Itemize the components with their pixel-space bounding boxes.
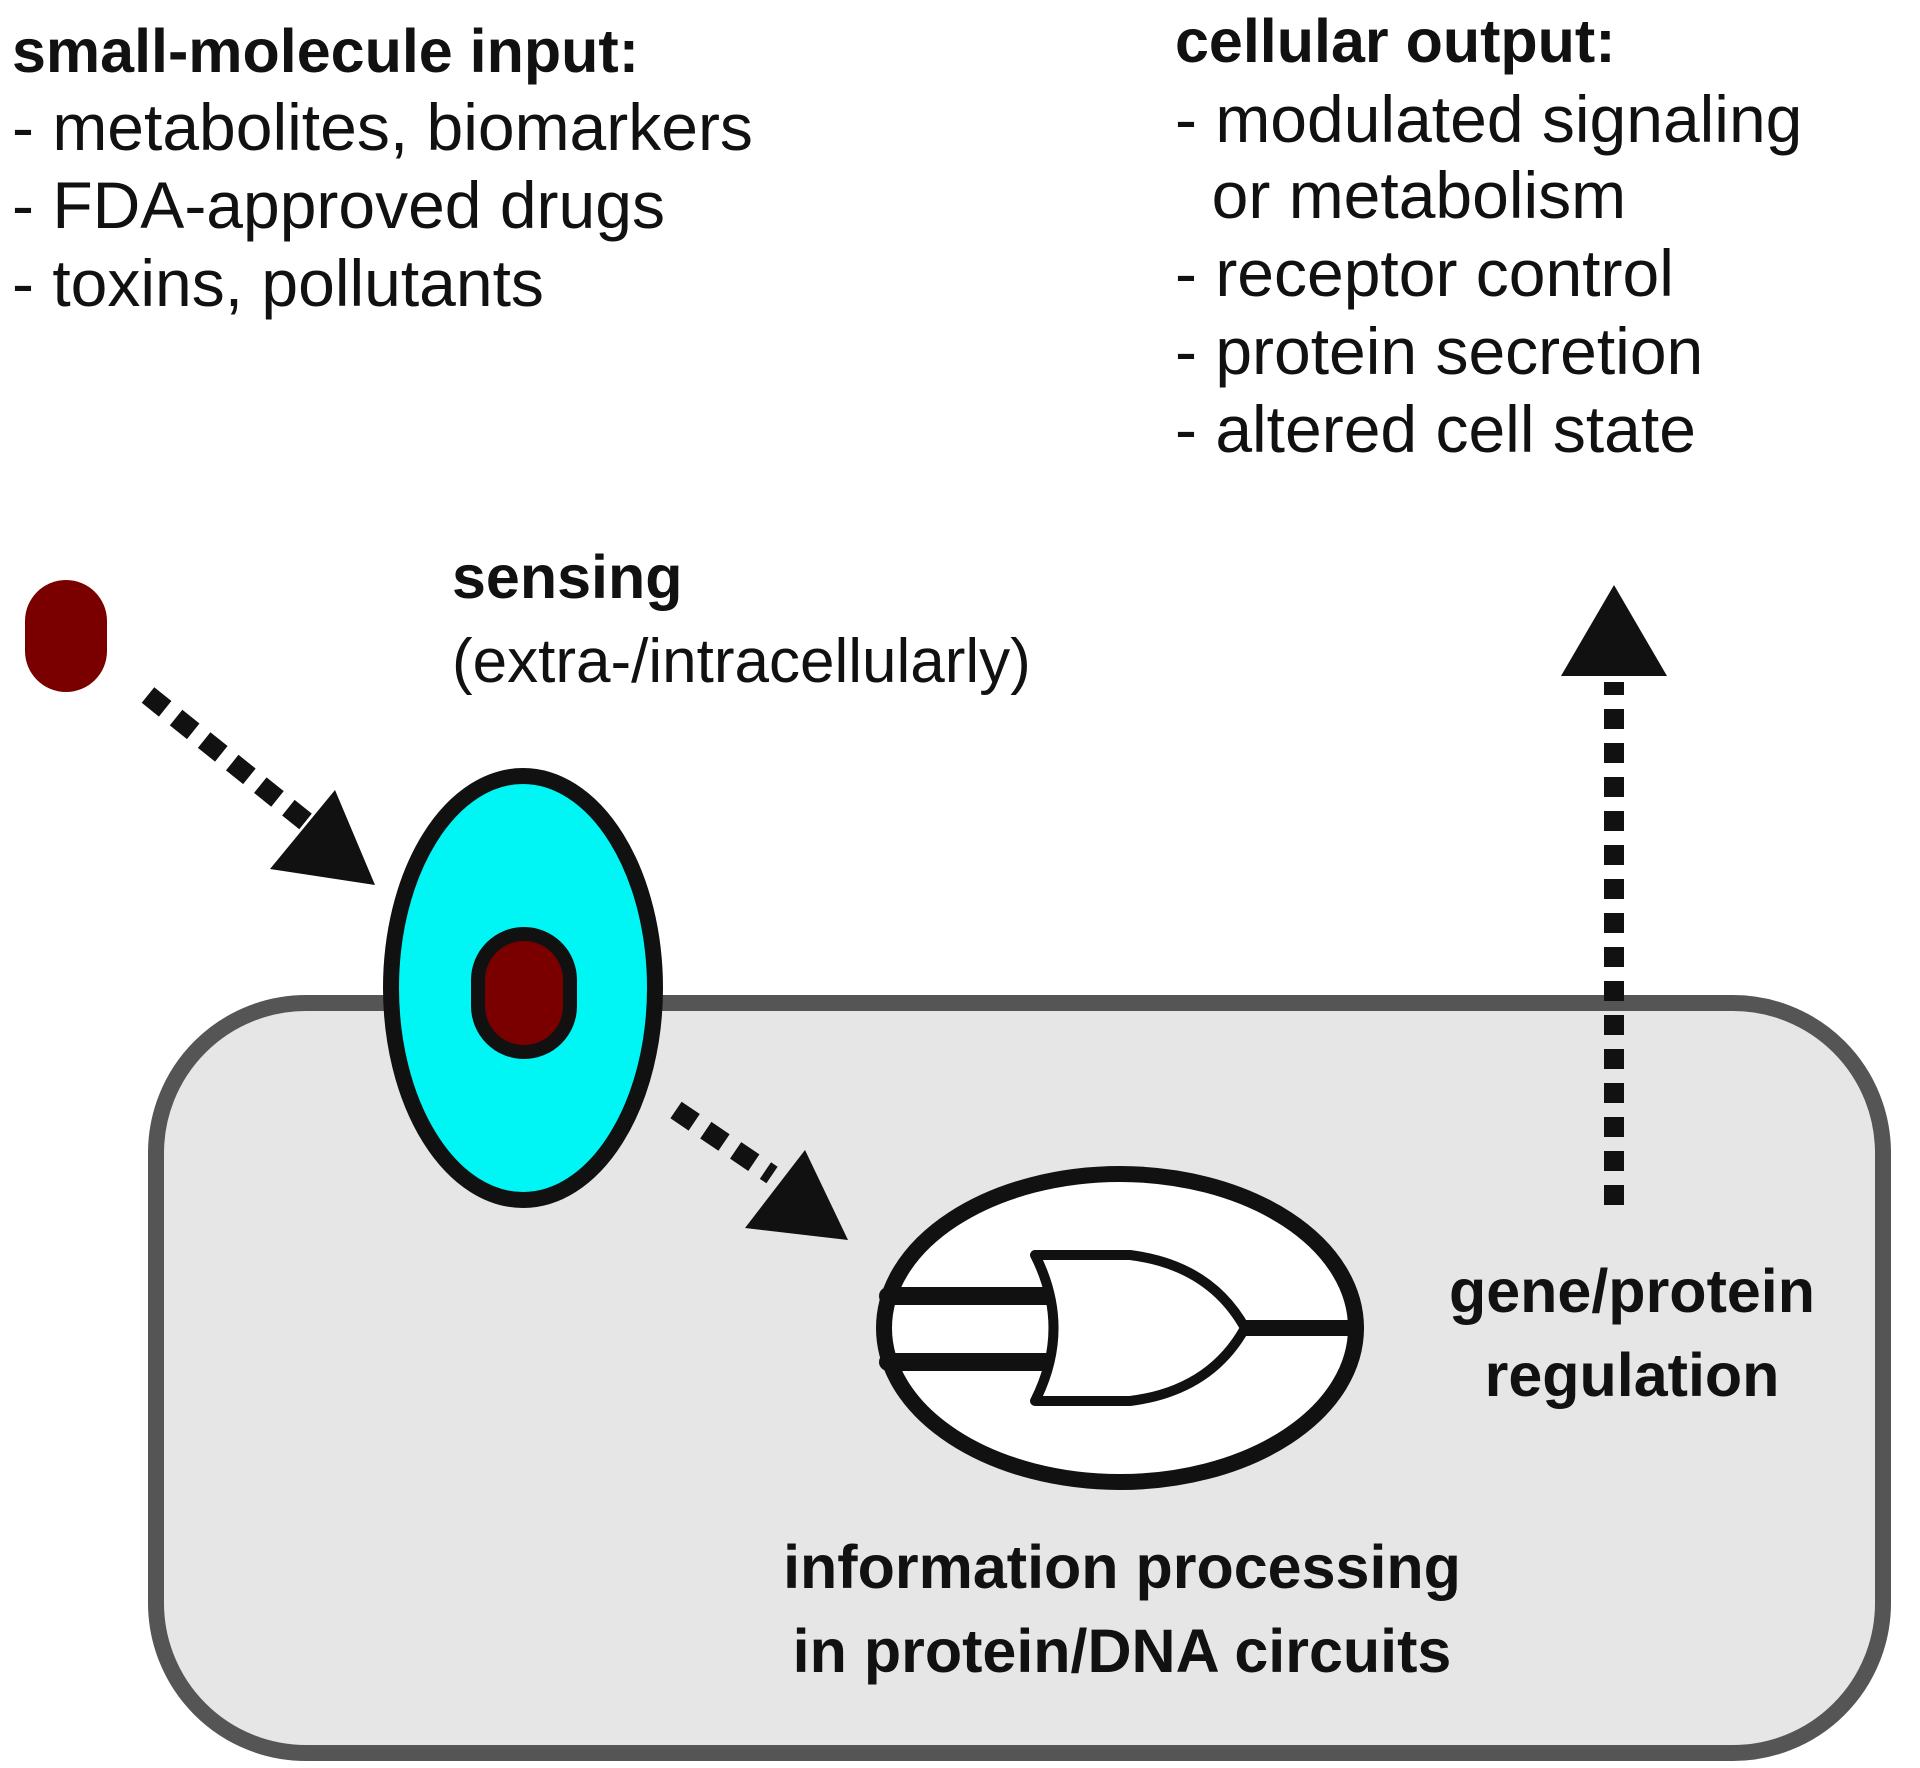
- regulation-line-1: gene/protein: [1449, 1257, 1815, 1325]
- regulation-line-2: regulation: [1485, 1341, 1780, 1409]
- sensing-title: sensing: [452, 543, 683, 611]
- input-block: small-molecule input: - metabolites, bio…: [12, 17, 753, 320]
- input-arrow: [141, 687, 375, 885]
- input-heading: small-molecule input:: [12, 17, 639, 85]
- output-block: cellular output: - modulated signaling o…: [1175, 7, 1802, 466]
- sensing-label: sensing (extra-/intracellularly): [452, 543, 1031, 696]
- output-arrow: [1561, 585, 1667, 1205]
- output-item-secretion: - protein secretion: [1175, 314, 1703, 388]
- output-item-signaling: - modulated signaling: [1175, 82, 1802, 156]
- output-item-cell-state: - altered cell state: [1175, 392, 1696, 466]
- output-item-metabolism: or metabolism: [1175, 158, 1626, 232]
- sensing-subtitle: (extra-/intracellularly): [452, 627, 1031, 696]
- output-heading: cellular output:: [1175, 7, 1616, 75]
- or-gate-icon: [879, 1250, 1364, 1406]
- processing-line-1: information processing: [783, 1533, 1461, 1601]
- regulation-label: gene/protein regulation: [1449, 1257, 1815, 1409]
- processing-label: information processing in protein/DNA ci…: [783, 1533, 1461, 1685]
- input-item-metabolites: - metabolites, biomarkers: [12, 90, 753, 164]
- processing-arrow: [670, 1101, 848, 1240]
- output-item-receptor: - receptor control: [1175, 236, 1674, 310]
- logic-circuit: [876, 1166, 1364, 1490]
- input-item-toxins: - toxins, pollutants: [12, 246, 544, 320]
- processing-line-2: in protein/DNA circuits: [793, 1617, 1452, 1685]
- free-small-molecule: [25, 580, 107, 692]
- receptor: [383, 768, 663, 1208]
- input-item-drugs: - FDA-approved drugs: [12, 168, 665, 242]
- bound-small-molecule: [471, 927, 577, 1059]
